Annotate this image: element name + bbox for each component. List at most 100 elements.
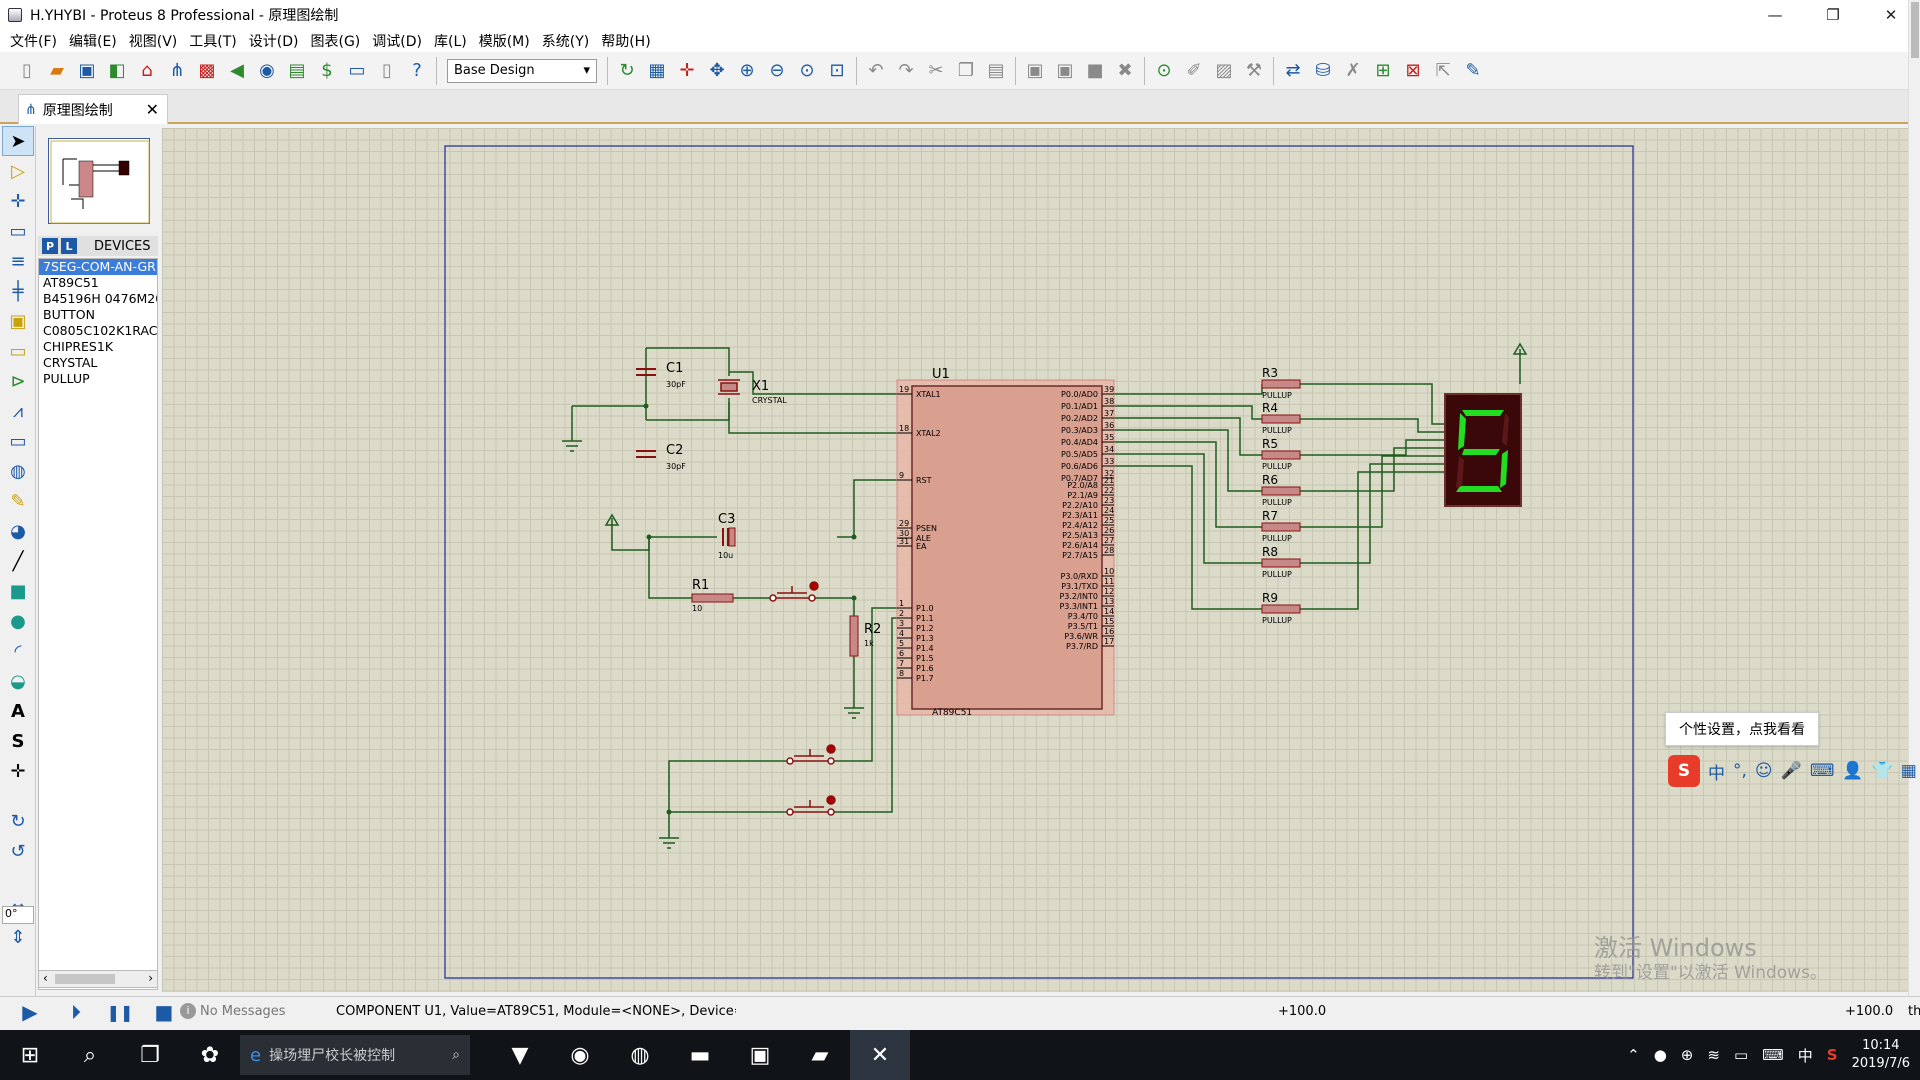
task-view-icon[interactable]: ❐: [140, 1042, 160, 1068]
close-button[interactable]: ✕: [1884, 6, 1898, 24]
menu-view[interactable]: 视图(V): [128, 34, 178, 50]
junction-dot-icon[interactable]: ✛: [10, 190, 26, 212]
sogou-tray-icon[interactable]: S: [1826, 1046, 1838, 1064]
microphone-icon[interactable]: 🎤: [1780, 761, 1802, 781]
list-item[interactable]: B45196H 0476M209: [43, 291, 157, 306]
resistor-r1[interactable]: [691, 593, 734, 603]
wire-label-icon[interactable]: ▭: [9, 220, 27, 242]
make-device-icon[interactable]: ✐: [1186, 60, 1202, 81]
circle-icon[interactable]: ●: [10, 610, 26, 632]
help-icon[interactable]: ?: [412, 60, 422, 81]
pullup-resistor[interactable]: [1261, 604, 1301, 614]
proteus-taskbar-icon[interactable]: ✕: [850, 1030, 910, 1080]
bus-icon[interactable]: ╪: [12, 280, 24, 302]
notes-icon[interactable]: ▯: [382, 60, 392, 81]
pullup-resistor[interactable]: [1261, 379, 1301, 389]
list-item[interactable]: AT89C51: [43, 275, 99, 290]
wire-autorouter-icon[interactable]: ⇄: [1285, 60, 1301, 81]
voltage-probe-icon[interactable]: ✎: [10, 490, 26, 512]
ic-u1[interactable]: [896, 379, 1115, 716]
seven-segment-display[interactable]: [1444, 393, 1522, 507]
windows-start-icon[interactable]: ⊞: [20, 1042, 40, 1068]
terminal-icon[interactable]: ▭: [9, 340, 27, 362]
taskbar-search-box[interactable]: e 操场埋尸校长被控制 ⌕: [240, 1035, 470, 1075]
menu-file[interactable]: 文件(F): [10, 34, 57, 50]
exit-to-parent-icon[interactable]: ⇱: [1435, 60, 1451, 81]
generator-icon[interactable]: ◍: [10, 460, 26, 482]
block-move-icon[interactable]: ▣: [1056, 60, 1074, 81]
visual-studio-icon[interactable]: ▼: [511, 1042, 529, 1068]
copy-icon[interactable]: ❐: [957, 60, 975, 81]
push-button-2[interactable]: [786, 795, 836, 816]
mirror-vertical-icon[interactable]: ⇕: [10, 926, 26, 948]
search-icon[interactable]: ⌕: [83, 1042, 97, 1068]
pcb-icon[interactable]: ▩: [198, 60, 216, 81]
search-tag-icon[interactable]: ⛁: [1315, 60, 1331, 81]
wifi-icon[interactable]: ≋: [1707, 1046, 1720, 1064]
pullup-resistor[interactable]: [1261, 486, 1301, 496]
source-code-icon[interactable]: ▭: [348, 60, 366, 81]
notes-app-icon[interactable]: ▰: [811, 1042, 829, 1068]
rotation-angle-input[interactable]: 0°: [2, 906, 34, 924]
pullup-resistor[interactable]: [1261, 558, 1301, 568]
graph-icon[interactable]: ⩘: [12, 400, 24, 422]
scrollbar-thumb[interactable]: [55, 974, 115, 984]
rotate-ccw-icon[interactable]: ↺: [10, 840, 26, 862]
bom-icon[interactable]: ▤: [288, 60, 306, 81]
file-explorer-icon[interactable]: ▬: [689, 1042, 711, 1068]
app-icon[interactable]: ✿: [200, 1042, 220, 1068]
capacitor-c1[interactable]: [636, 368, 656, 376]
tab-schematic[interactable]: ⋔ 原理图绘制 ✕: [18, 94, 168, 124]
photo-app-icon[interactable]: ◍: [630, 1042, 650, 1068]
symbol-icon[interactable]: S: [11, 730, 25, 752]
line-icon[interactable]: ╱: [12, 550, 24, 572]
list-item[interactable]: PULLUP: [43, 371, 90, 386]
crystal-x1[interactable]: [718, 379, 740, 395]
menu-debug[interactable]: 调试(D): [372, 34, 422, 50]
list-item[interactable]: CHIPRES1K: [43, 339, 114, 354]
new-file-icon[interactable]: ▯: [22, 60, 32, 81]
store-icon[interactable]: ▣: [749, 1042, 771, 1068]
path-icon[interactable]: ◒: [10, 670, 26, 692]
scrollbar-thumb[interactable]: [1911, 2, 1919, 58]
electrical-rule-check-icon[interactable]: ✎: [1465, 60, 1481, 81]
emoji-icon[interactable]: ☺: [1754, 761, 1773, 781]
origin-icon[interactable]: ✛: [679, 60, 695, 81]
restore-button[interactable]: ❐: [1826, 6, 1840, 24]
selection-mode-icon[interactable]: ➤: [2, 126, 34, 156]
menu-tools[interactable]: 工具(T): [189, 34, 237, 50]
device-list-scrollbar[interactable]: ‹ ›: [38, 970, 158, 988]
tray-plus-icon[interactable]: ⊕: [1680, 1046, 1694, 1064]
ime-mode-toggle[interactable]: 中: [1708, 763, 1725, 784]
block-rotate-icon[interactable]: ■: [1086, 60, 1104, 81]
design-select[interactable]: Base Design ▾: [447, 58, 597, 83]
menu-graph[interactable]: 图表(G): [310, 34, 361, 50]
pause-icon[interactable]: ❚❚: [106, 1002, 134, 1022]
pick-devices-button[interactable]: P: [42, 238, 58, 254]
play-icon[interactable]: ▶: [22, 1000, 38, 1024]
property-tool-icon[interactable]: ✗: [1345, 60, 1361, 81]
arc-icon[interactable]: ◜: [14, 640, 22, 662]
capacitor-c3[interactable]: [722, 527, 736, 547]
reset-button[interactable]: [769, 581, 819, 602]
text-script-icon[interactable]: ≡: [10, 250, 26, 272]
stop-icon[interactable]: ■: [154, 1000, 174, 1024]
save-icon[interactable]: ▣: [78, 60, 96, 81]
pick-device-icon[interactable]: ⊙: [1156, 60, 1172, 81]
toolbox-icon[interactable]: ▦: [1900, 761, 1917, 781]
menu-library[interactable]: 库(L): [433, 34, 467, 50]
tab-close-icon[interactable]: ✕: [145, 100, 159, 119]
remove-sheet-icon[interactable]: ⊠: [1405, 60, 1421, 81]
pullup-resistor[interactable]: [1261, 414, 1301, 424]
marker-icon[interactable]: ✛: [10, 760, 26, 782]
pullup-resistor[interactable]: [1261, 450, 1301, 460]
sogou-logo-icon[interactable]: S: [1668, 755, 1700, 787]
user-icon[interactable]: 👤: [1842, 761, 1864, 781]
packaging-icon[interactable]: ▨: [1215, 60, 1233, 81]
new-sheet-icon[interactable]: ⊞: [1375, 60, 1391, 81]
decompose-icon[interactable]: ⚒: [1245, 60, 1263, 81]
keyboard-icon[interactable]: ⌨: [1809, 761, 1835, 781]
component-mode-icon[interactable]: ▷: [11, 160, 25, 182]
list-item[interactable]: 7SEG-COM-AN-GRN: [39, 259, 157, 275]
block-copy-icon[interactable]: ▣: [1026, 60, 1044, 81]
